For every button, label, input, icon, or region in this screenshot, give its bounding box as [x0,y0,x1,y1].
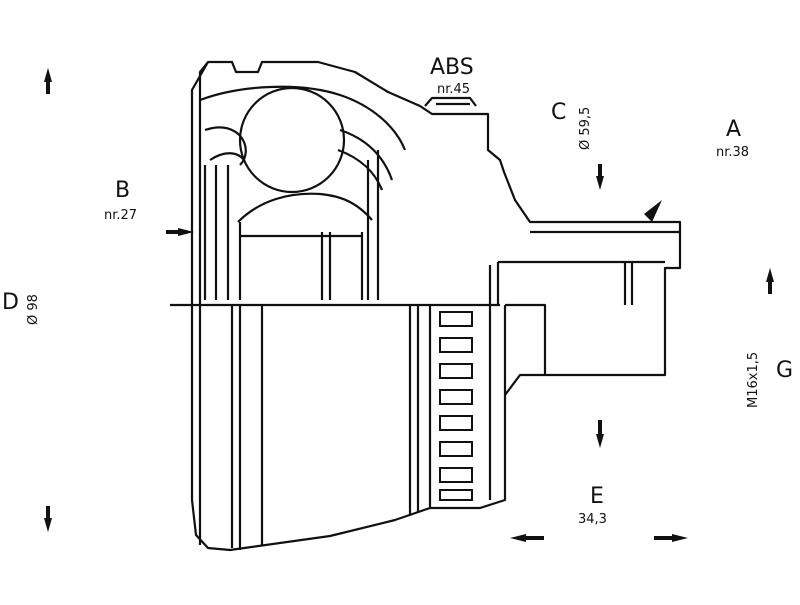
label-d: D [2,290,19,315]
cage-inner-curve-2 [209,152,245,161]
arrow-c [596,176,604,190]
race-arc-2 [337,148,384,191]
housing-outline [190,60,682,552]
abs-notch [424,96,477,107]
label-g: G [776,358,794,383]
label-c: C [551,100,567,125]
value-g: M16x1,5 [746,351,761,408]
ball [238,86,346,194]
arrow-g [766,268,774,282]
abs-tone-ring [439,311,473,501]
value-c: Ø 59,5 [578,106,593,150]
value-abs: nr.45 [437,82,471,97]
arrow-e-left [510,534,526,542]
arrow-e-right [672,534,688,542]
label-e: E [590,484,604,509]
arrow-a [644,200,662,222]
housing-chamfer [198,61,209,95]
value-d: Ø 98 [26,294,41,325]
arrow-e-top [596,434,604,448]
value-a: nr.38 [716,145,750,160]
arrow-d-top [44,68,52,82]
value-b: nr.27 [104,208,138,223]
label-abs: ABS [430,55,474,80]
label-b: B [115,178,131,203]
cage-upper-curve [199,85,407,151]
race-arc [339,128,394,181]
race-dome [237,192,373,223]
label-a: A [726,117,742,142]
arrow-b [178,228,194,236]
value-e: 34,3 [578,512,607,527]
arrow-d-bottom [44,518,52,532]
